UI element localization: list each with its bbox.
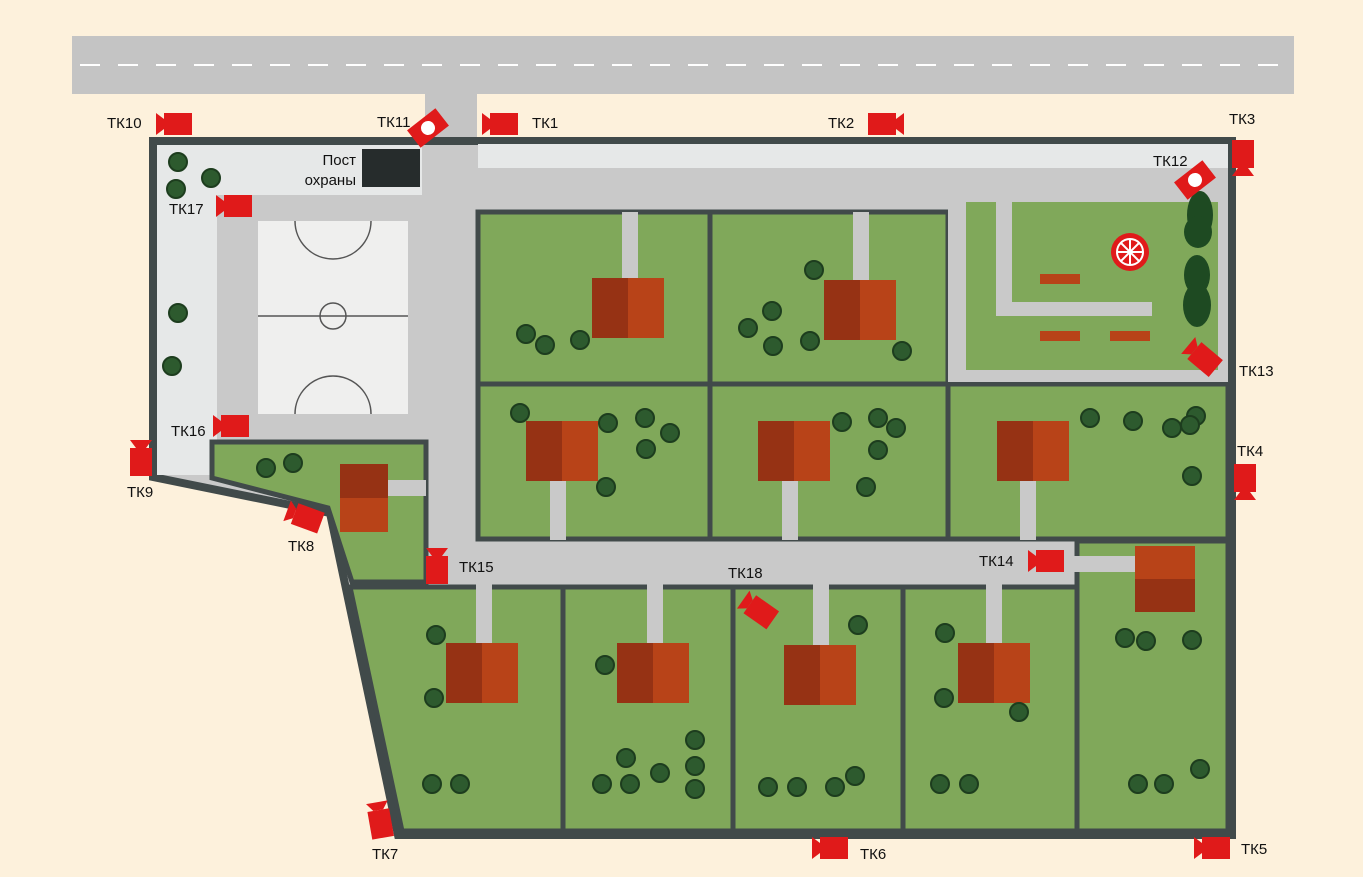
guard-post-label: Пост [323,152,357,169]
playground [948,191,1228,382]
camera-TK12[interactable]: ТК12 [1153,153,1216,200]
camera-TK1[interactable]: ТК1 [482,113,558,135]
camera-label: ТК13 [1239,363,1274,380]
guard-post-label: охраны [305,172,356,189]
house [340,278,1195,705]
camera-label: ТК4 [1237,443,1263,460]
camera-TK14[interactable]: ТК14 [979,550,1064,572]
camera-TK6[interactable]: ТК6 [812,837,886,863]
camera-label: ТК5 [1241,841,1267,858]
camera-TK11[interactable]: ТК11 [377,108,449,148]
camera-label: ТК14 [979,553,1014,570]
camera-TK4[interactable]: ТК4 [1234,443,1263,500]
walkway [386,212,1136,646]
camera-label: ТК3 [1229,111,1255,128]
camera-TK10[interactable]: ТК10 [107,113,192,135]
camera-label: ТК6 [860,846,886,863]
camera-label: ТК2 [828,115,854,132]
sports-court [258,220,408,415]
camera-label: ТК17 [169,201,204,218]
camera-label: ТК7 [372,846,398,863]
camera-label: ТК1 [532,115,558,132]
camera-TK2[interactable]: ТК2 [828,113,904,135]
camera-label: ТК18 [728,565,763,582]
camera-TK8[interactable]: ТК8 [283,500,325,555]
camera-TK9[interactable]: ТК9 [127,440,153,501]
playground-carousel-icon [1111,233,1149,271]
camera-TK3[interactable]: ТК3 [1229,111,1255,176]
camera-TK15[interactable]: ТК15 [426,548,494,584]
camera-label: ТК8 [288,538,314,555]
camera-TK18[interactable]: ТК18 [728,565,780,630]
guard-post: Пост охраны [305,149,420,189]
camera-label: ТК12 [1153,153,1188,170]
camera-label: ТК10 [107,115,142,132]
road [72,36,1294,140]
camera-label: ТК9 [127,484,153,501]
camera-label: ТК16 [171,423,206,440]
camera-TK16[interactable]: ТК16 [171,415,249,440]
camera-TK5[interactable]: ТК5 [1194,837,1267,859]
camera-TK17[interactable]: ТК17 [169,195,252,218]
plot [475,209,1231,542]
camera-TK7[interactable]: ТК7 [366,800,398,863]
camera-label: ТК11 [377,114,410,131]
camera-TK13[interactable]: ТК13 [1181,337,1274,380]
camera-label: ТК15 [459,559,494,576]
